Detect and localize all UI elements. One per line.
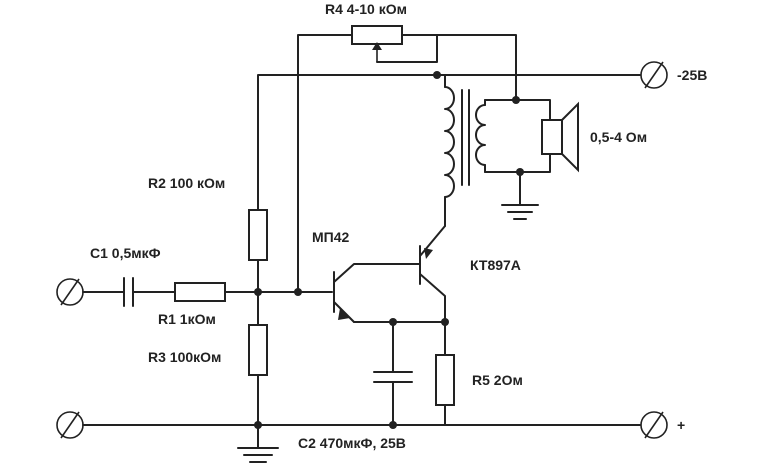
speaker-symbol <box>541 101 579 173</box>
label-r2: R2 100 кОм <box>148 175 225 191</box>
ground-symbol-secondary <box>501 204 539 220</box>
bottom-left-terminal <box>56 411 84 439</box>
c2-capacitor <box>373 321 413 426</box>
input-terminal <box>56 278 84 306</box>
supply-negative-terminal <box>640 61 668 89</box>
bottom-rail <box>82 421 641 429</box>
transistor-t1 <box>333 263 446 323</box>
r3-resistor <box>248 291 268 426</box>
label-r4: R4 4-10 кОм <box>325 1 407 17</box>
label-speaker: 0,5-4 Ом <box>590 129 647 145</box>
r1-resistor <box>174 282 333 302</box>
r2-resistor <box>248 209 268 293</box>
transistor-t2 <box>419 221 446 323</box>
label-t2: КТ897А <box>470 257 521 273</box>
label-supply-positive: + <box>677 417 685 433</box>
ground-symbol-main <box>237 424 279 463</box>
label-c2: С2 470мкФ, 25В <box>298 435 406 451</box>
r4-potentiometer <box>297 25 517 291</box>
label-r5: R5 2Ом <box>472 372 523 388</box>
label-c1: С1 0,5мкФ <box>90 245 161 261</box>
supply-negative-rail <box>257 61 668 211</box>
c1-capacitor <box>82 277 176 307</box>
output-transformer <box>444 74 551 223</box>
label-t1: МП42 <box>312 229 350 245</box>
supply-positive-terminal <box>640 411 668 439</box>
label-r1: R1 1кОм <box>158 311 216 327</box>
label-r3: R3 100кОм <box>148 349 221 365</box>
label-supply-negative: -25В <box>677 67 707 83</box>
r5-resistor <box>435 321 455 426</box>
